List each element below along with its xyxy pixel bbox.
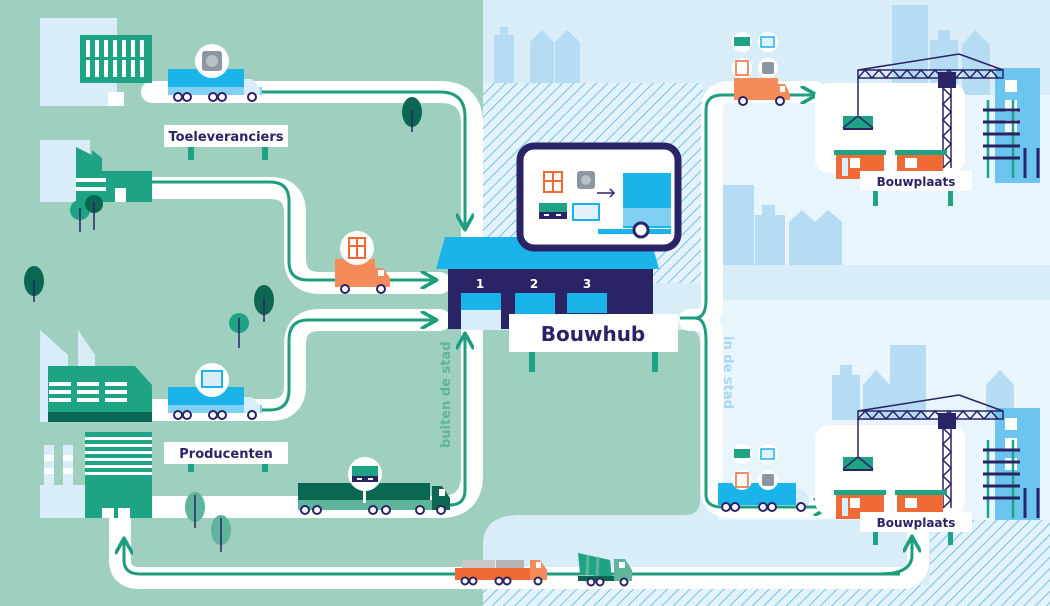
window-icon — [348, 237, 366, 259]
truck-blue-socket — [168, 44, 262, 102]
pallet-icon — [352, 466, 378, 482]
dock-3-number: 3 — [583, 277, 591, 291]
route-lines — [124, 90, 912, 576]
glass-pane-icon — [572, 203, 600, 221]
route-to-site-bottom-arrow — [879, 538, 912, 576]
arrow-right-icon — [597, 188, 616, 198]
supplier-building-2 — [40, 140, 152, 202]
route-hub-to-site-bottom — [680, 316, 828, 507]
hub-green-zone — [420, 330, 700, 606]
route-suppliers-to-hub — [262, 90, 465, 228]
route-producer2-to-hub — [449, 335, 465, 507]
route-producer1-to-hub — [262, 320, 435, 412]
window-icon — [735, 472, 749, 488]
label-producenten: Producenten — [179, 447, 273, 462]
label-outside-city: buiten de stad — [439, 341, 454, 448]
tree-icon — [24, 266, 44, 302]
tree-icon — [402, 97, 422, 132]
city-skyline-top-middle — [494, 27, 580, 83]
route-hub-to-site-top — [680, 95, 815, 320]
producer-factory-1 — [40, 330, 152, 422]
sign-toeleveranciers: Toeleveranciers — [164, 125, 288, 160]
tree-icon — [254, 285, 274, 322]
tree-icon — [185, 492, 205, 528]
pallet-icon — [734, 37, 750, 46]
truck-green-pallet — [298, 457, 450, 515]
label-in-city: in de stad — [720, 336, 735, 409]
label-bouwplaats-bottom: Bouwplaats — [877, 516, 956, 530]
window-icon — [543, 171, 563, 193]
glass-pane-icon — [760, 36, 775, 48]
truck-orange-window — [335, 231, 390, 294]
consolidation-bubble — [516, 142, 682, 252]
sign-bouwhub: Bouwhub — [509, 314, 678, 372]
label-bouwhub: Bouwhub — [541, 322, 646, 346]
pallet-icon — [734, 449, 750, 458]
sign-producenten: Producenten — [164, 442, 288, 472]
socket-icon — [762, 474, 774, 486]
route-return-to-producer — [124, 540, 900, 576]
city-skyline-bottom — [832, 345, 1014, 420]
tree-icon — [70, 200, 90, 232]
construction-site-top: Bouwplaats — [815, 53, 1040, 206]
route-supplier2-to-hub — [152, 180, 435, 280]
truck-cement-mixer — [578, 553, 632, 587]
socket-icon — [762, 62, 774, 74]
producer-factory-2 — [40, 432, 152, 518]
dock-1-number: 1 — [476, 277, 484, 291]
glass-pane-icon — [760, 448, 775, 460]
hatched-zone-bottom — [483, 585, 1050, 606]
truck-blue-city — [718, 444, 809, 512]
tree-icon — [211, 515, 231, 552]
truck-orange-flatbed — [455, 560, 547, 586]
label-bouwplaats-top: Bouwplaats — [877, 175, 956, 189]
construction-site-bottom: Bouwplaats — [815, 394, 1040, 545]
trees — [24, 97, 422, 552]
pallet-icon — [539, 203, 567, 219]
city-skyline-middle — [718, 185, 842, 265]
label-toeleveranciers: Toeleveranciers — [168, 130, 283, 145]
truck-orange-city — [732, 32, 790, 106]
truck-blue-glass — [168, 363, 262, 420]
dock-2-number: 2 — [530, 277, 538, 291]
tree-icon — [85, 195, 103, 230]
window-icon — [735, 60, 749, 76]
tree-icon — [229, 313, 249, 348]
supplier-building-1 — [40, 18, 152, 106]
glass-pane-icon — [201, 370, 223, 388]
